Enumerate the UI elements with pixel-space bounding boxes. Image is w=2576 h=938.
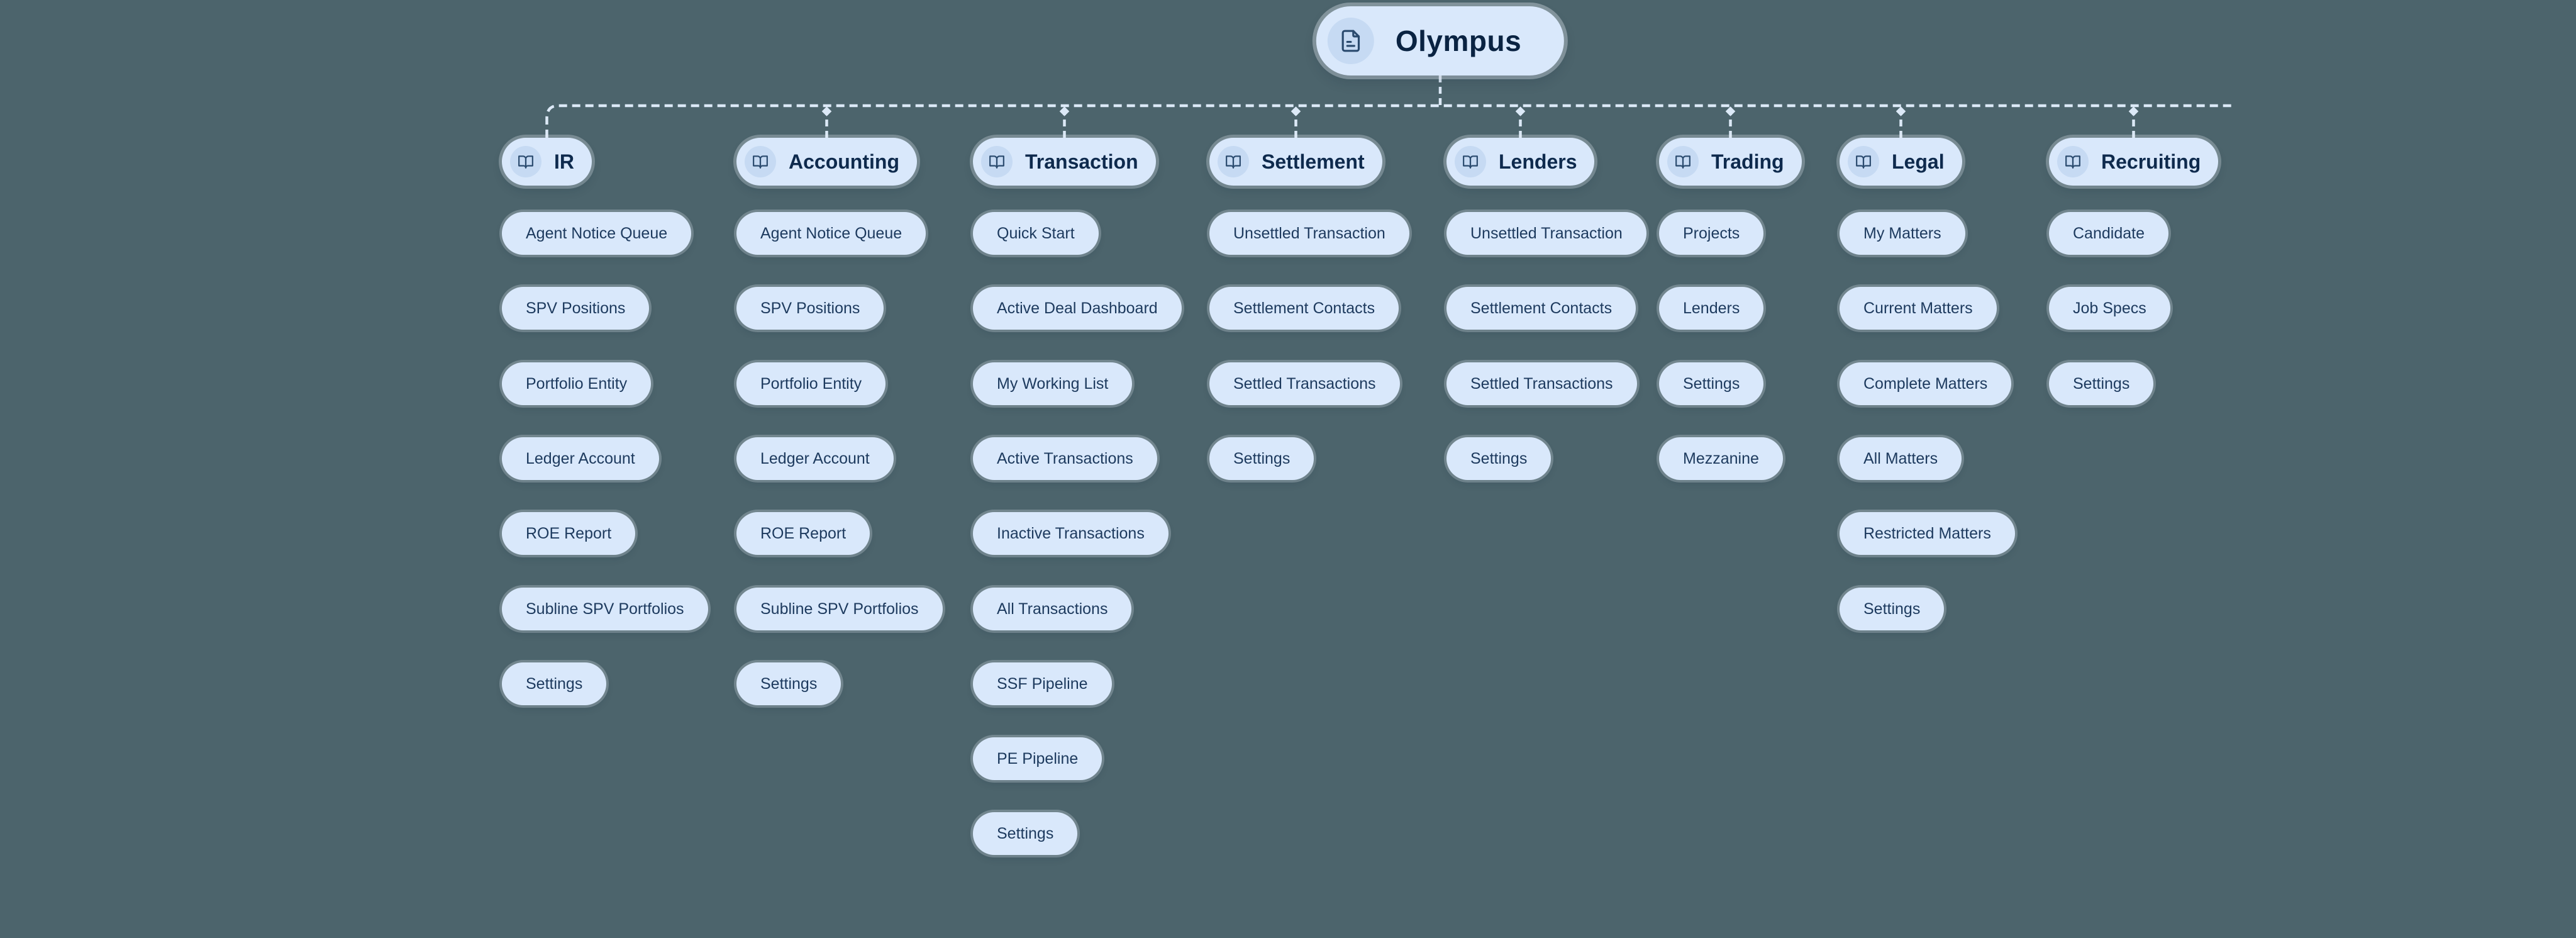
section-label: Lenders [1499,150,1577,173]
section-header-legal[interactable]: Legal [1840,138,1962,186]
page-node[interactable]: Settings [1840,588,1945,630]
page-node[interactable]: Unsettled Transaction [1446,212,1646,255]
book-open-icon [981,146,1013,177]
page-node[interactable]: My Matters [1840,212,1965,255]
page-node[interactable]: Unsettled Transaction [1209,212,1409,255]
page-node[interactable]: Quick Start [973,212,1099,255]
page-node[interactable]: Lenders [1659,287,1764,330]
page-node[interactable]: Settlement Contacts [1209,287,1399,330]
section-header-accounting[interactable]: Accounting [736,138,917,186]
page-node[interactable]: Settings [2049,362,2154,405]
page-node[interactable]: Portfolio Entity [502,362,652,405]
section-header-ir[interactable]: IR [502,138,592,186]
page-node[interactable]: Settled Transactions [1209,362,1400,405]
page-node[interactable]: Subline SPV Portfolios [736,588,943,630]
page-node[interactable]: ROE Report [736,512,870,555]
page-node[interactable]: Mezzanine [1659,437,1783,480]
page-node[interactable]: SPV Positions [502,287,650,330]
page-node[interactable]: Ledger Account [736,437,894,480]
file-text-icon [1327,18,1374,64]
section-label: Legal [1892,150,1945,173]
page-node[interactable]: Settings [1446,437,1552,480]
section-header-lenders[interactable]: Lenders [1446,138,1595,186]
book-open-icon [1667,146,1699,177]
root-title: Olympus [1395,25,1522,57]
page-node[interactable]: Agent Notice Queue [502,212,692,255]
section-label: Recruiting [2101,150,2201,173]
section-label: IR [554,150,574,173]
section-header-recruiting[interactable]: Recruiting [2049,138,2219,186]
book-open-icon [1848,146,1879,177]
page-node[interactable]: My Working List [973,362,1133,405]
book-open-icon [510,146,541,177]
page-node[interactable]: PE Pipeline [973,737,1102,780]
section-header-trading[interactable]: Trading [1659,138,1802,186]
page-node[interactable]: Subline SPV Portfolios [502,588,708,630]
page-node[interactable]: Settings [973,812,1078,855]
page-node[interactable]: Restricted Matters [1840,512,2015,555]
page-node[interactable]: Projects [1659,212,1764,255]
page-node[interactable]: Ledger Account [502,437,659,480]
page-node[interactable]: Settings [1209,437,1314,480]
book-open-icon [1218,146,1249,177]
section-label: Transaction [1025,150,1138,173]
page-node[interactable]: Active Deal Dashboard [973,287,1182,330]
page-node[interactable]: SSF Pipeline [973,662,1112,705]
page-node[interactable]: Candidate [2049,212,2168,255]
page-node[interactable]: Job Specs [2049,287,2170,330]
page-node[interactable]: All Transactions [973,588,1132,630]
page-node[interactable]: Settlement Contacts [1446,287,1636,330]
page-node[interactable]: Settled Transactions [1446,362,1637,405]
page-node[interactable]: All Matters [1840,437,1962,480]
page-node[interactable]: ROE Report [502,512,636,555]
page-node[interactable]: Settings [502,662,607,705]
section-label: Trading [1711,150,1784,173]
root-node-olympus[interactable]: Olympus [1316,6,1565,75]
page-node[interactable]: Complete Matters [1840,362,2012,405]
page-node[interactable]: Portfolio Entity [736,362,886,405]
book-open-icon [1455,146,1486,177]
page-node[interactable]: SPV Positions [736,287,884,330]
page-node[interactable]: Settings [1659,362,1764,405]
section-header-transaction[interactable]: Transaction [973,138,1156,186]
section-header-settlement[interactable]: Settlement [1209,138,1382,186]
page-node[interactable]: Settings [736,662,841,705]
page-node[interactable]: Current Matters [1840,287,1997,330]
book-open-icon [2057,146,2089,177]
page-node[interactable]: Agent Notice Queue [736,212,926,255]
book-open-icon [745,146,776,177]
section-label: Accounting [789,150,899,173]
page-node[interactable]: Inactive Transactions [973,512,1169,555]
page-node[interactable]: Active Transactions [973,437,1157,480]
section-label: Settlement [1262,150,1365,173]
